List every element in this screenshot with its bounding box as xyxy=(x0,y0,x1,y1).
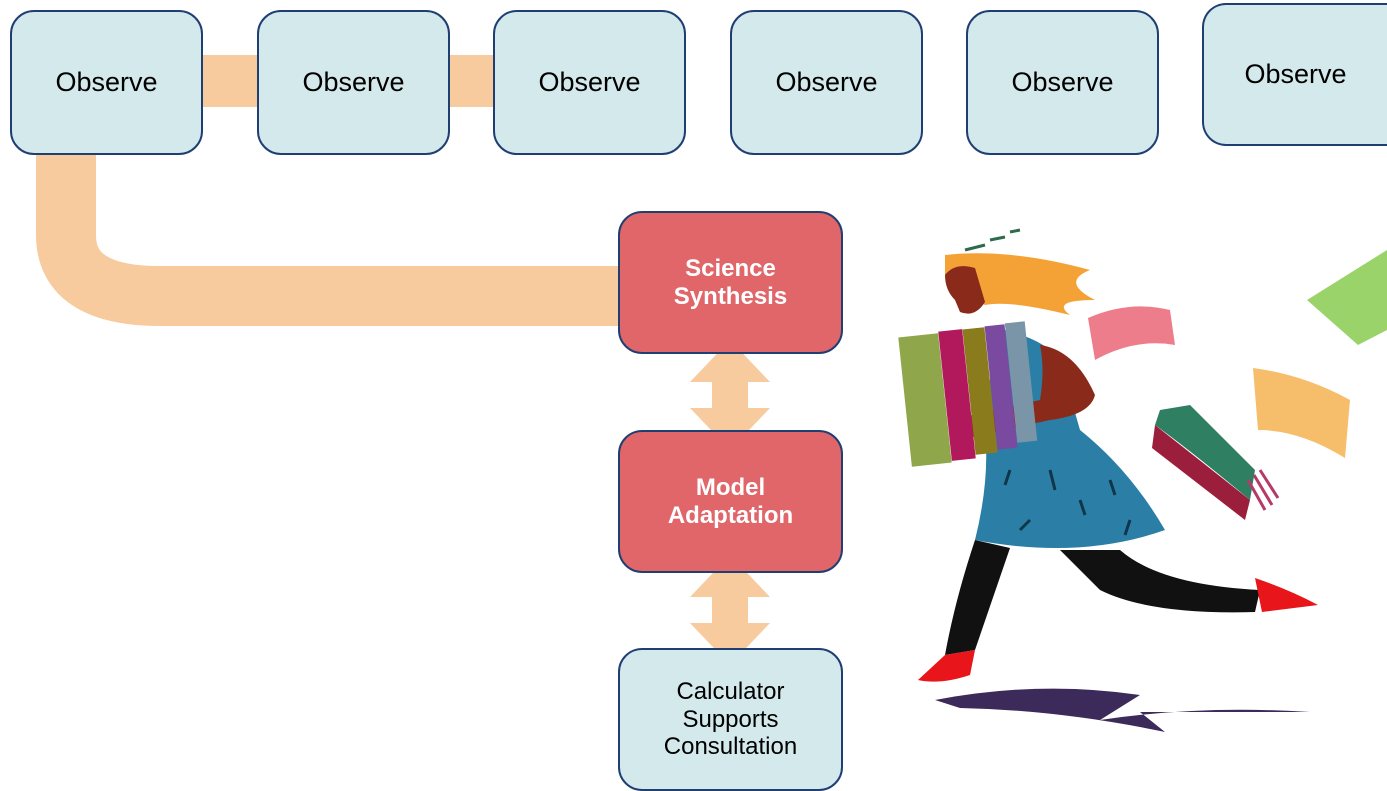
green-paper-shape xyxy=(1307,250,1387,345)
book-pages-lines xyxy=(1246,469,1280,511)
observe-box-4: Observe xyxy=(730,10,923,155)
hair-marks xyxy=(964,228,1021,252)
book-purple xyxy=(984,324,1018,450)
flying-book-cover xyxy=(1152,425,1250,520)
shoe-back xyxy=(918,650,975,682)
pink-paper-shape xyxy=(1088,306,1175,360)
book-slate xyxy=(1004,321,1038,443)
flying-book-shape xyxy=(1155,405,1255,500)
observe-label-6: Observe xyxy=(1244,58,1347,89)
book-magenta xyxy=(938,329,976,461)
book-olive xyxy=(962,327,998,455)
leg-back xyxy=(945,540,1010,655)
double-arrow-synthesis-adaptation xyxy=(690,340,770,450)
observe-label-3: Observe xyxy=(538,66,641,97)
ground-shadow-shape xyxy=(935,688,1310,732)
book-green xyxy=(898,333,952,467)
observe-box-2: Observe xyxy=(257,10,450,155)
model-adaptation-box: Model Adaptation xyxy=(618,430,843,573)
science-synthesis-box: Science Synthesis xyxy=(618,211,843,354)
head-shape xyxy=(945,266,985,314)
calculator-line-1: Calculator xyxy=(676,678,785,706)
calculator-box: Calculator Supports Consultation xyxy=(618,648,843,791)
double-arrow-adaptation-calculator xyxy=(690,555,770,665)
observe-box-6: Observe xyxy=(1202,3,1387,146)
calculator-line-2: Supports xyxy=(682,705,779,733)
connector-observe-to-synthesis xyxy=(36,150,630,326)
observe-label-4: Observe xyxy=(775,66,878,97)
observe-label-5: Observe xyxy=(1011,66,1114,97)
synthesis-line-1: Science xyxy=(685,254,776,282)
observe-label-1: Observe xyxy=(55,66,158,97)
calculator-line-3: Consultation xyxy=(663,733,798,761)
observe-box-3: Observe xyxy=(493,10,686,155)
observe-label-2: Observe xyxy=(302,66,405,97)
connector-1-2 xyxy=(195,55,265,107)
observe-box-1: Observe xyxy=(10,10,203,155)
adaptation-line-2: Adaptation xyxy=(667,501,794,529)
orange-paper-shape xyxy=(1253,368,1350,458)
observe-box-5: Observe xyxy=(966,10,1159,155)
shoe-front xyxy=(1255,578,1318,612)
synthesis-line-2: Synthesis xyxy=(673,282,788,310)
adaptation-line-1: Model xyxy=(695,473,766,501)
leg-front xyxy=(1060,550,1260,613)
connector-2-3 xyxy=(445,55,500,107)
dress-marks xyxy=(1003,469,1132,536)
